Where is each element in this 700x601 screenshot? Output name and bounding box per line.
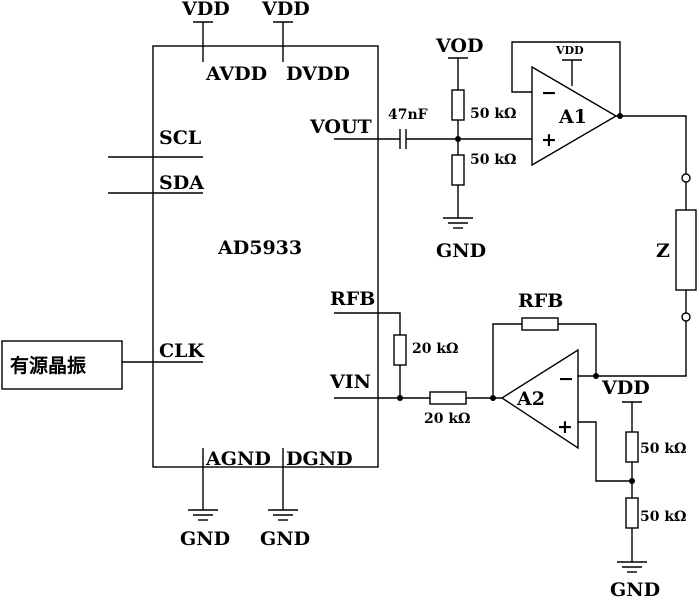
resistor-vin [429,391,467,405]
ground-symbol-agnd [188,509,218,521]
ground-symbol-bias-bottom [617,561,647,573]
a2-plus-wire [578,421,632,482]
vdd-label-bias-bottom: VDD [601,377,650,399]
gnd-label-dgnd: GND [260,528,310,550]
r-bias-bot-lower-label: 50 kΩ [640,509,687,525]
a1-feedback-wire [511,41,621,116]
ad5933-chip-body [152,45,379,468]
capacitor-label: 47nF [388,107,428,123]
impedance-label: Z [656,240,670,262]
opamp-a1-minus: − [541,82,557,104]
z-terminal-top [681,173,691,183]
z-terminal-bottom [681,312,691,322]
gnd-label-bias-bottom: GND [610,579,660,601]
rfb-wire [334,312,401,335]
r-feedback-label: RFB [518,290,563,312]
resistor-rfb-chip [393,334,407,366]
opamp-a2-plus: + [557,416,573,438]
vdd-label-bias-top: VOD [435,35,483,57]
opamp-a2-name: A2 [516,388,545,410]
opamp-a1-name: A1 [558,106,587,128]
resistor-bias-bot-lower [625,497,639,529]
impedance-z [675,209,697,291]
r-bias-bot-upper-label: 50 kΩ [640,441,687,457]
pin-avdd-label: AVDD [205,63,267,85]
bias-node-bottom [629,478,635,484]
gnd-label-agnd: GND [180,528,230,550]
resistor-bias-bot-upper [625,431,639,463]
opamp-a2-minus: − [558,368,574,390]
pin-rfb-label: RFB [330,288,375,310]
a2-feedback-left-wire [492,323,522,398]
r-bias-top-lower-label: 50 kΩ [470,152,517,168]
vin-node [397,395,403,401]
a1-output-wire [616,115,687,174]
vdd-label-avdd: VDD [181,0,230,20]
ground-symbol-dgnd [268,509,298,521]
opamp-a1 [531,65,618,167]
resistor-bias-top-upper [451,89,465,121]
active-oscillator-box [1,340,123,390]
ground-symbol-bias-top [443,217,473,229]
pin-clk-label: CLK [159,340,205,362]
vdd-label-a1: VDD [555,44,584,57]
r-bias-top-upper-label: 50 kΩ [470,106,517,122]
capacitor-47nf [399,129,407,149]
pin-dgnd-label: DGND [286,448,353,470]
oscillator-label: 有源晶振 [10,354,86,377]
opamp-a2 [500,348,579,450]
pin-dvdd-label: DVDD [286,63,350,85]
chip-name: AD5933 [217,237,302,259]
r-rfb-chip-label: 20 kΩ [412,341,459,357]
r-vin-label: 20 kΩ [424,411,471,427]
gnd-label-bias-top: GND [436,240,486,262]
resistor-feedback-rfb [521,317,559,331]
vdd-label-dvdd: VDD [261,0,310,20]
pin-vin-label: VIN [329,371,371,393]
resistor-bias-top-lower [451,154,465,186]
a2-feedback-right-wire [558,323,597,376]
pin-agnd-label: AGND [205,448,271,470]
opamp-a1-plus: + [541,129,557,151]
z-to-a2-wire [596,321,687,377]
pin-sda-label: SDA [159,172,204,194]
pin-vout-label: VOUT [309,116,372,138]
pin-scl-label: SCL [159,127,201,149]
